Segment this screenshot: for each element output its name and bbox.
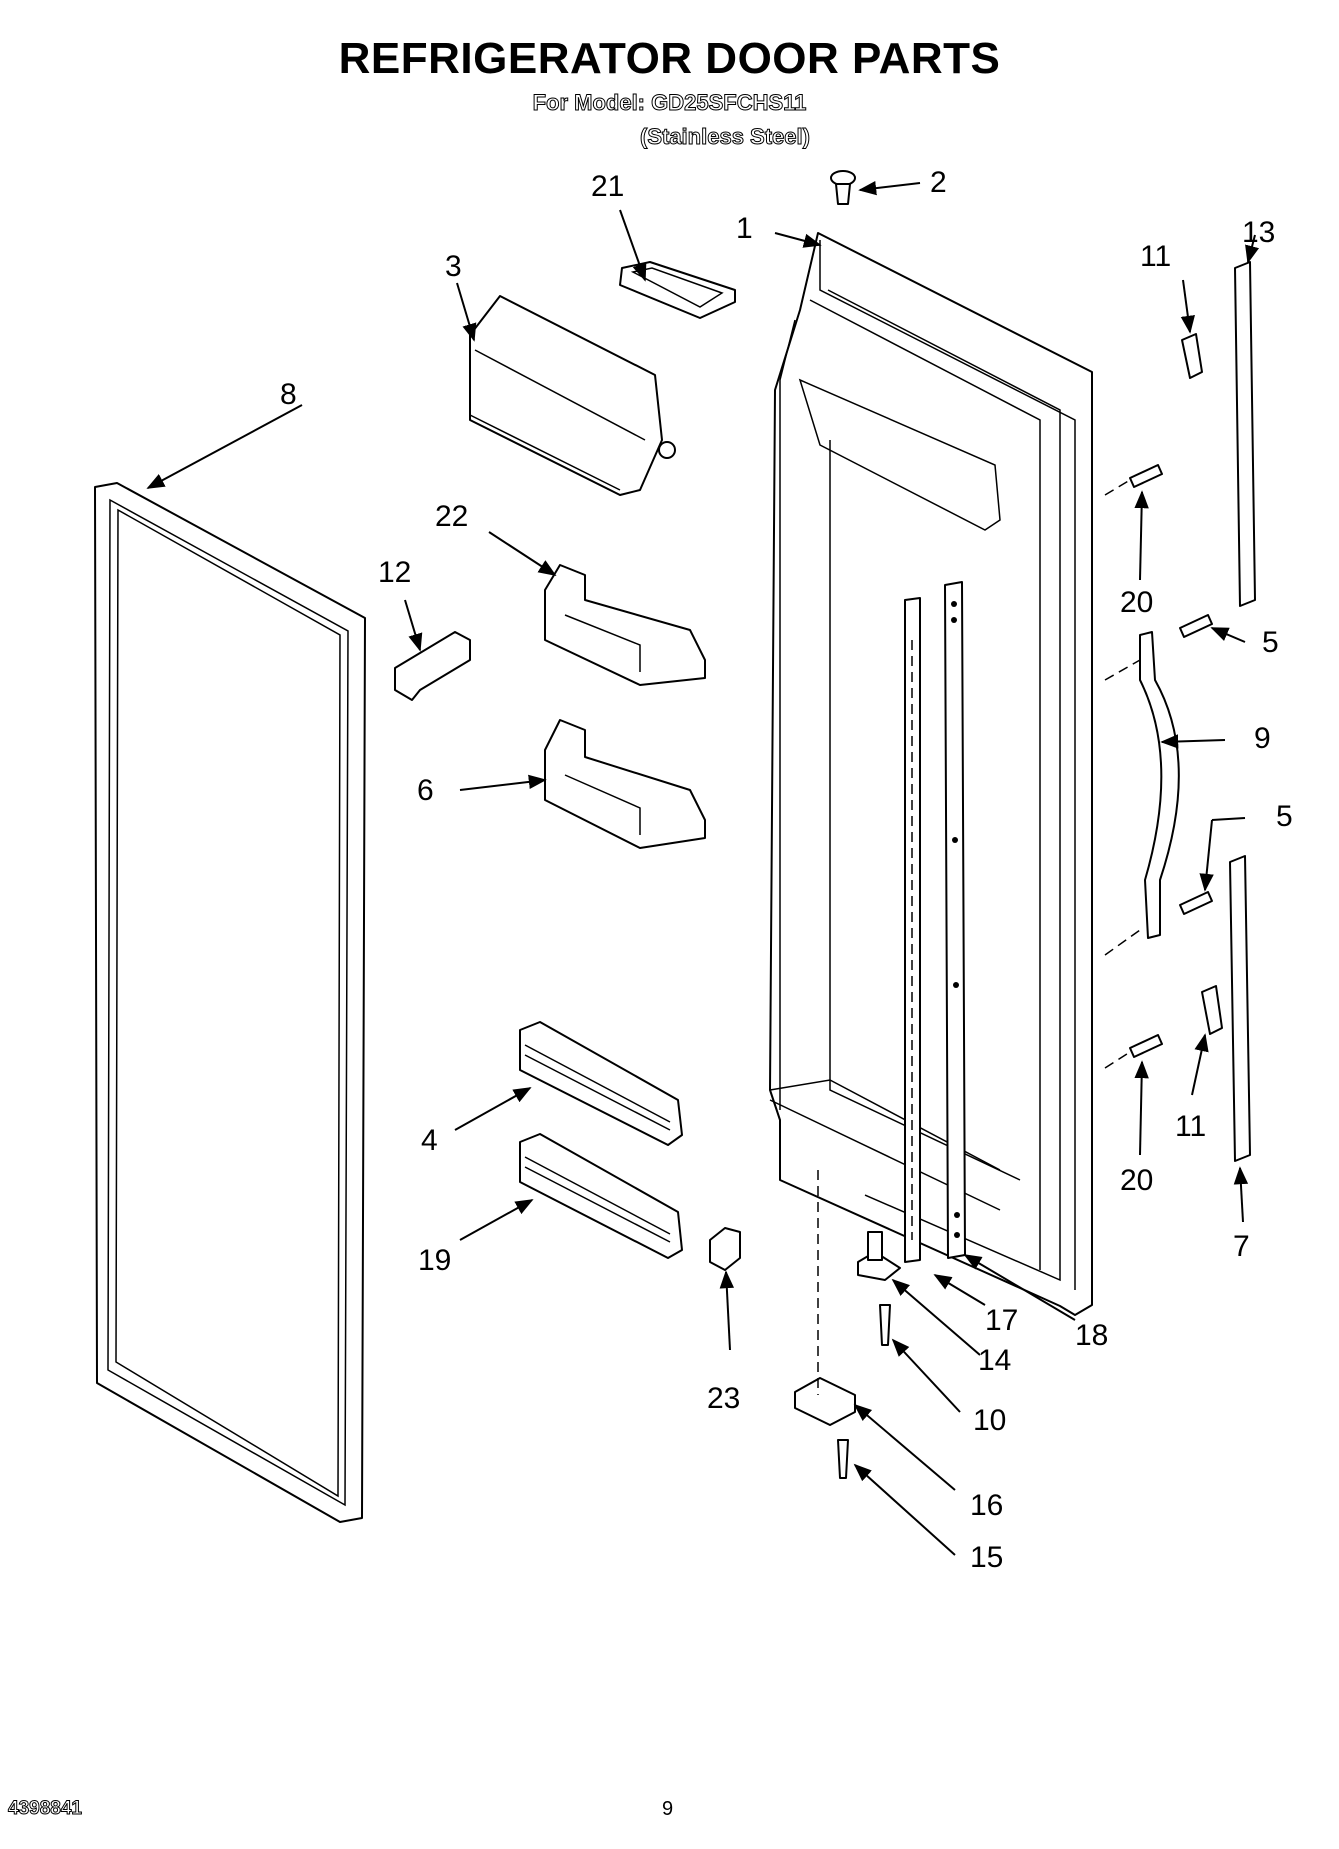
trim-strip-13 <box>1234 261 1256 607</box>
screw-5-upper <box>1179 614 1213 638</box>
document-number: 4398841 <box>8 1798 83 1820</box>
leader-lines <box>146 180 1260 1556</box>
callout-20-lower: 20 <box>1120 1164 1153 1197</box>
callout-19: 19 <box>418 1244 451 1277</box>
shelf-bin-6 <box>544 719 706 849</box>
page-title: REFRIGERATOR DOOR PARTS <box>338 34 1001 83</box>
screw-20-lower <box>1129 1034 1163 1058</box>
callout-15: 15 <box>970 1541 1003 1574</box>
clip-11-upper <box>1181 333 1203 379</box>
plug <box>830 170 856 205</box>
callout-14: 14 <box>978 1344 1011 1377</box>
hinge-16 <box>794 1377 856 1426</box>
callout-17: 17 <box>985 1304 1018 1337</box>
callout-16: 16 <box>970 1489 1003 1522</box>
trim-19 <box>519 1133 683 1259</box>
callout-5-lower: 5 <box>1276 800 1293 833</box>
clip-11-lower <box>1201 985 1223 1035</box>
callout-23: 23 <box>707 1382 740 1415</box>
callout-12: 12 <box>378 556 411 589</box>
callout-11-lower: 11 <box>1175 1110 1206 1143</box>
model-line: For Model: GD25SFCHS11 <box>532 90 807 116</box>
callout-7: 7 <box>1233 1230 1250 1263</box>
hinge-14 <box>857 1231 901 1281</box>
callout-5-upper: 5 <box>1262 626 1279 659</box>
trim-4 <box>519 1021 683 1146</box>
callout-18: 18 <box>1075 1319 1108 1352</box>
callout-21: 21 <box>591 170 624 203</box>
dairy-door <box>469 295 676 496</box>
door-gasket <box>94 482 366 1523</box>
callout-11-upper: 11 <box>1140 240 1171 273</box>
page-number: 9 <box>662 1798 674 1820</box>
door-liner <box>769 232 1093 1316</box>
callout-1: 1 <box>736 212 753 245</box>
callout-22: 22 <box>435 500 468 533</box>
callout-labels: 8 1 2 21 3 22 12 6 4 19 23 11 13 20 5 9 … <box>280 166 1293 1574</box>
callout-20-upper: 20 <box>1120 586 1153 619</box>
assembly-lines <box>817 479 1141 1395</box>
liner-strip-right <box>944 581 966 1259</box>
screw-20-upper <box>1129 464 1163 488</box>
clip-23 <box>709 1227 741 1271</box>
finish-line: (Stainless Steel) <box>640 124 811 150</box>
callout-4: 4 <box>421 1124 438 1157</box>
callout-9: 9 <box>1254 722 1271 755</box>
callout-10: 10 <box>973 1404 1006 1437</box>
door-handle <box>1139 631 1180 939</box>
bin <box>619 261 736 319</box>
callout-13: 13 <box>1242 216 1275 249</box>
shelf-bin-22 <box>544 564 706 686</box>
clip-12 <box>394 631 471 701</box>
callout-2: 2 <box>930 166 947 199</box>
screw-5-lower <box>1179 891 1213 915</box>
screw-15 <box>837 1439 849 1479</box>
callout-8: 8 <box>280 378 297 411</box>
callout-3: 3 <box>445 250 462 283</box>
callout-6: 6 <box>417 774 434 807</box>
screw-10 <box>879 1304 891 1346</box>
liner-strip-left <box>904 597 921 1263</box>
trim-strip-7 <box>1229 855 1251 1162</box>
